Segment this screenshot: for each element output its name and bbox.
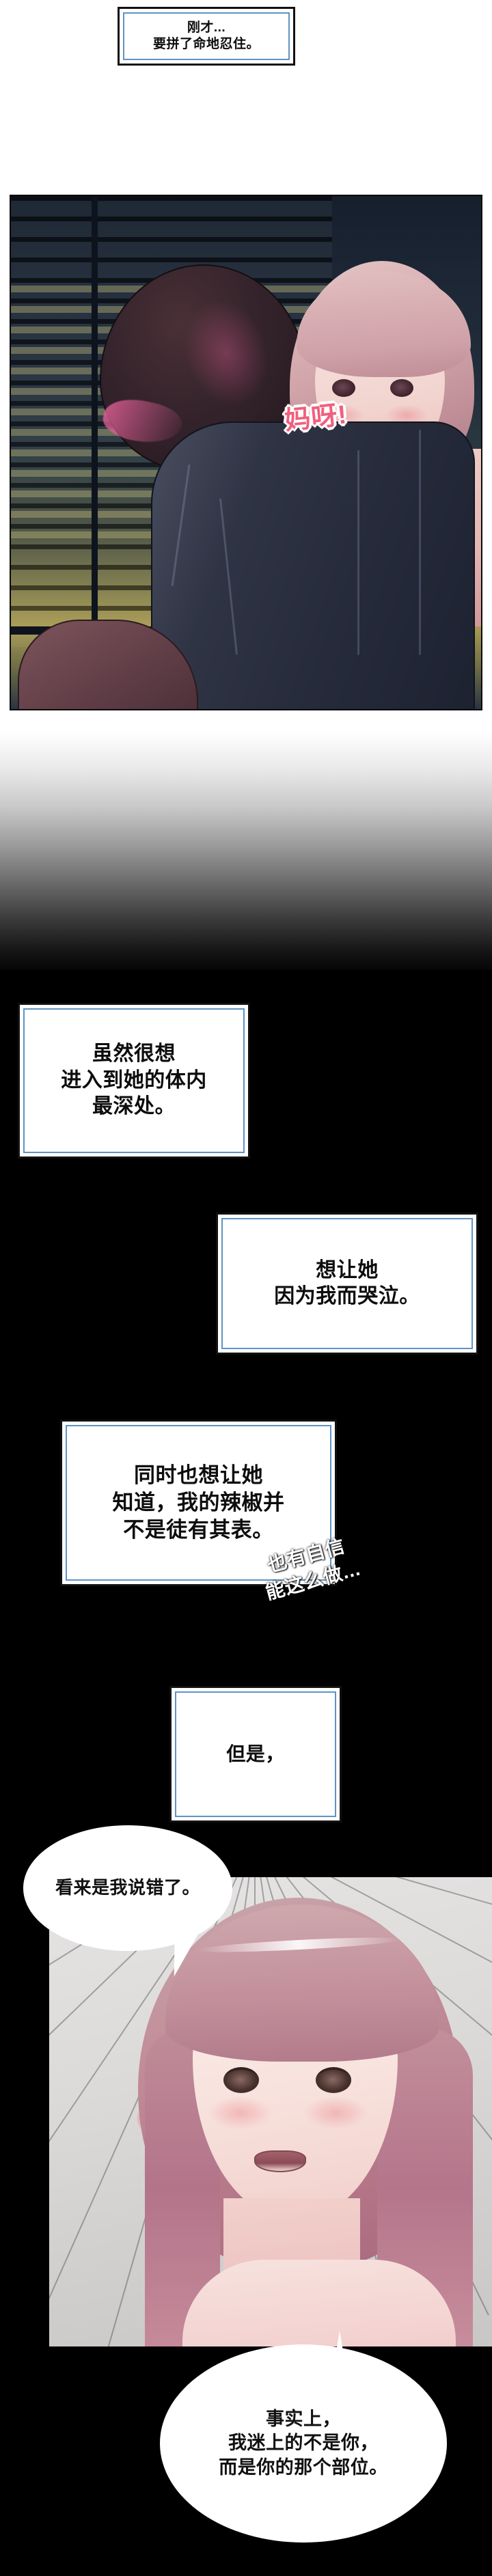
girl-blush-left [208,2096,273,2130]
girl-eye-left [332,379,355,397]
caption-text-2: 虽然很想 进入到她的体内 最深处。 [61,1042,207,1118]
girl-blush-right [303,2096,368,2130]
girl-chest [182,2260,456,2346]
panel-1: 妈呀! [10,195,482,710]
caption-box-3: 想让她 因为我而哭泣。 [216,1213,478,1355]
caption-box-1: 刚才... 要拼了命地忍住。 [118,7,295,66]
white-to-black-gradient [0,710,492,977]
girl-eye-left [223,2067,259,2093]
panel-2 [49,1877,492,2346]
caption-box-2: 虽然很想 进入到她的体内 最深处。 [18,1003,250,1159]
caption-text-5: 但是， [226,1743,285,1765]
speech-bubble-1: 看来是我说错了。 [23,1825,232,1951]
speech-bubble-2: 事实上， 我迷上的不是你， 而是你的那个部位。 [160,2344,447,2543]
sfx-text-panel-1: 妈呀! [283,400,349,436]
window-mullion-vertical [92,196,98,661]
jacket-fold-4 [419,430,421,655]
jacket-fold-1 [171,464,191,587]
girl-eye-right [316,2067,351,2093]
caption-box-4: 同时也想让她 知道，我的辣椒并 不是徒有其表。 [60,1419,337,1586]
caption-text-3: 想让她 因为我而哭泣。 [274,1258,420,1307]
caption-text-1: 刚才... 要拼了命地忍住。 [152,20,260,51]
jacket-fold-2 [219,498,238,655]
girl-mouth [254,2150,306,2172]
jacket-fold-3 [357,450,359,655]
speech-bubble-2-text: 事实上， 我迷上的不是你， 而是你的那个部位。 [219,2409,388,2478]
caption-text-4: 同时也想让她 知道，我的辣椒并 不是徒有其表。 [112,1463,285,1542]
caption-box-5: 但是， [169,1686,342,1823]
man-jacket [151,421,475,709]
girl-eye-right [390,379,413,397]
speech-bubble-1-text: 看来是我说错了。 [55,1877,200,1898]
